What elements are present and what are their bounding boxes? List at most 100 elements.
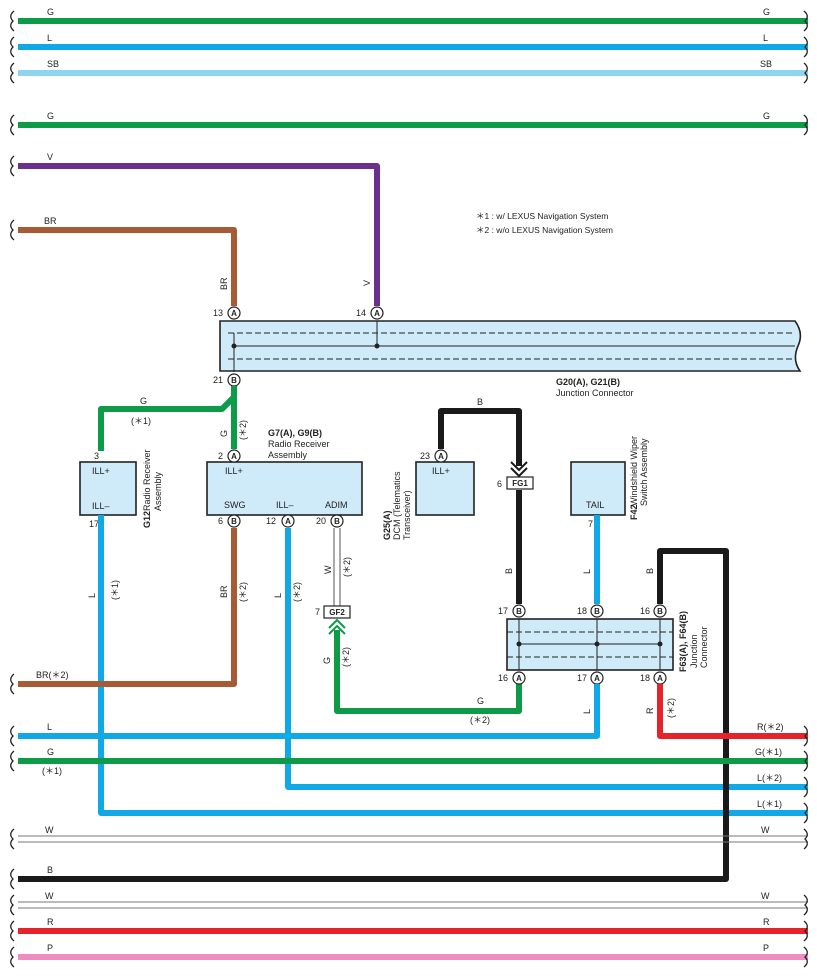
- junction-connector-g20: A 13 A 14 B 21 G20(A), G21(B) Junction C…: [213, 306, 802, 398]
- svg-text:18: 18: [577, 606, 587, 616]
- svg-text:A: A: [594, 674, 600, 683]
- svg-text:(＊2): (＊2): [238, 420, 248, 440]
- svg-text:ILL+: ILL+: [225, 466, 243, 476]
- g25-code: G25(A): [382, 510, 392, 540]
- svg-text:ADIM: ADIM: [325, 500, 348, 510]
- svg-text:B: B: [657, 607, 663, 616]
- svg-text:(＊1): (＊1): [110, 580, 120, 600]
- wire-g-star2: G (＊2): [219, 386, 248, 449]
- svg-text:B: B: [504, 568, 514, 574]
- wire-w2: W W: [10, 891, 808, 916]
- component-f42: TAIL 7 F42 Windshield Wiper Switch Assem…: [570, 436, 649, 529]
- svg-text:G: G: [219, 430, 229, 437]
- wire-w1: W W: [10, 825, 808, 850]
- wire-b-16b: B B: [10, 548, 729, 890]
- wire-g-top-left-label: G: [47, 7, 54, 17]
- svg-text:A: A: [438, 452, 444, 461]
- svg-text:Transceiver): Transceiver): [402, 490, 412, 540]
- svg-text:A: A: [374, 309, 380, 318]
- svg-text:(＊2): (＊2): [292, 582, 302, 602]
- svg-text:A: A: [231, 452, 237, 461]
- svg-text:ILL+: ILL+: [92, 466, 110, 476]
- svg-text:B: B: [231, 376, 237, 385]
- g20-name: Junction Connector: [556, 388, 634, 398]
- svg-text:B: B: [231, 517, 237, 526]
- svg-text:DCM (Telematics: DCM (Telematics: [392, 471, 402, 540]
- svg-text:16: 16: [640, 606, 650, 616]
- svg-text:G: G: [140, 396, 147, 406]
- svg-text:(＊2): (＊2): [666, 698, 676, 718]
- gf2-connector: [323, 605, 351, 619]
- svg-text:L(＊2): L(＊2): [757, 773, 782, 783]
- wire-l-ill: L (＊2) L(＊2): [273, 528, 808, 798]
- svg-text:Connector: Connector: [699, 626, 709, 668]
- svg-text:L: L: [87, 593, 97, 598]
- wire-b-fg1: B FG1 6 B: [438, 397, 534, 604]
- svg-text:7: 7: [588, 519, 593, 529]
- svg-text:17: 17: [577, 673, 587, 683]
- svg-text:L: L: [582, 709, 592, 714]
- svg-text:13: 13: [213, 308, 223, 318]
- svg-text:ILL+: ILL+: [432, 466, 450, 476]
- wire-r-18a: R (＊2) R(＊2): [645, 684, 808, 747]
- svg-text:A: A: [231, 309, 237, 318]
- svg-text:17: 17: [498, 606, 508, 616]
- svg-text:ILL–: ILL–: [92, 501, 110, 511]
- component-g12: ILL+ ILL– 3 17 G12 Radio Receiver Assemb…: [79, 449, 163, 529]
- wire-br-vert-label: BR: [219, 277, 229, 290]
- svg-text:B: B: [516, 607, 522, 616]
- svg-text:L: L: [273, 593, 283, 598]
- wire-sb-top-right-label: SB: [760, 59, 772, 69]
- svg-text:SWG: SWG: [224, 500, 246, 510]
- g20-pin-13: [227, 306, 241, 320]
- svg-text:6: 6: [497, 479, 502, 489]
- svg-text:(＊2): (＊2): [238, 582, 248, 602]
- svg-text:P: P: [47, 943, 53, 953]
- svg-text:21: 21: [213, 375, 223, 385]
- svg-text:W: W: [761, 825, 770, 835]
- svg-text:(＊1): (＊1): [42, 766, 62, 776]
- svg-text:W: W: [45, 891, 54, 901]
- wire-g-2: G G: [10, 111, 808, 136]
- wire-r-bottom: R R: [10, 917, 808, 942]
- svg-text:L: L: [582, 569, 592, 574]
- svg-text:P: P: [763, 943, 769, 953]
- wire-v: V V: [10, 152, 380, 306]
- svg-text:Assembly: Assembly: [268, 450, 308, 460]
- svg-text:7: 7: [315, 607, 320, 617]
- wire-l-top-right-label: L: [763, 33, 768, 43]
- wire-v-vert-label: V: [362, 280, 372, 286]
- svg-text:A: A: [516, 674, 522, 683]
- wire-g-top-right-label: G: [763, 7, 770, 17]
- note-1: ＊1 : w/ LEXUS Navigation System: [476, 211, 608, 221]
- svg-text:Switch Assembly: Switch Assembly: [639, 438, 649, 506]
- svg-text:Junction: Junction: [689, 634, 699, 668]
- svg-text:14: 14: [356, 308, 366, 318]
- svg-text:L(＊1): L(＊1): [757, 799, 782, 809]
- svg-text:(＊2): (＊2): [470, 715, 490, 725]
- wire-l-top: L L: [10, 33, 808, 58]
- svg-text:Windshield Wiper: Windshield Wiper: [629, 436, 639, 506]
- svg-text:ILL–: ILL–: [276, 500, 294, 510]
- svg-text:G: G: [477, 696, 484, 706]
- svg-text:B: B: [334, 517, 340, 526]
- svg-text:Radio Receiver: Radio Receiver: [268, 439, 330, 449]
- g12-code: G12: [142, 511, 152, 528]
- svg-text:W: W: [323, 565, 333, 574]
- svg-text:TAIL: TAIL: [586, 500, 604, 510]
- svg-text:B: B: [47, 865, 53, 875]
- svg-text:(＊2): (＊2): [342, 557, 352, 577]
- f42-code: F42: [629, 504, 639, 520]
- svg-text:G(＊1): G(＊1): [755, 747, 782, 757]
- svg-text:A: A: [285, 517, 291, 526]
- svg-text:BR(＊2): BR(＊2): [36, 670, 69, 680]
- svg-text:B: B: [594, 607, 600, 616]
- wire-g-bottom: G (＊1) G(＊1): [10, 747, 808, 776]
- svg-text:R: R: [763, 917, 770, 927]
- svg-text:20: 20: [316, 516, 326, 526]
- svg-text:R(＊2): R(＊2): [757, 722, 784, 732]
- svg-text:FG1: FG1: [512, 479, 528, 488]
- wire-sb-top: SB SB: [10, 59, 808, 84]
- svg-text:GF2: GF2: [329, 608, 345, 617]
- wire-p-bottom: P P: [10, 943, 808, 968]
